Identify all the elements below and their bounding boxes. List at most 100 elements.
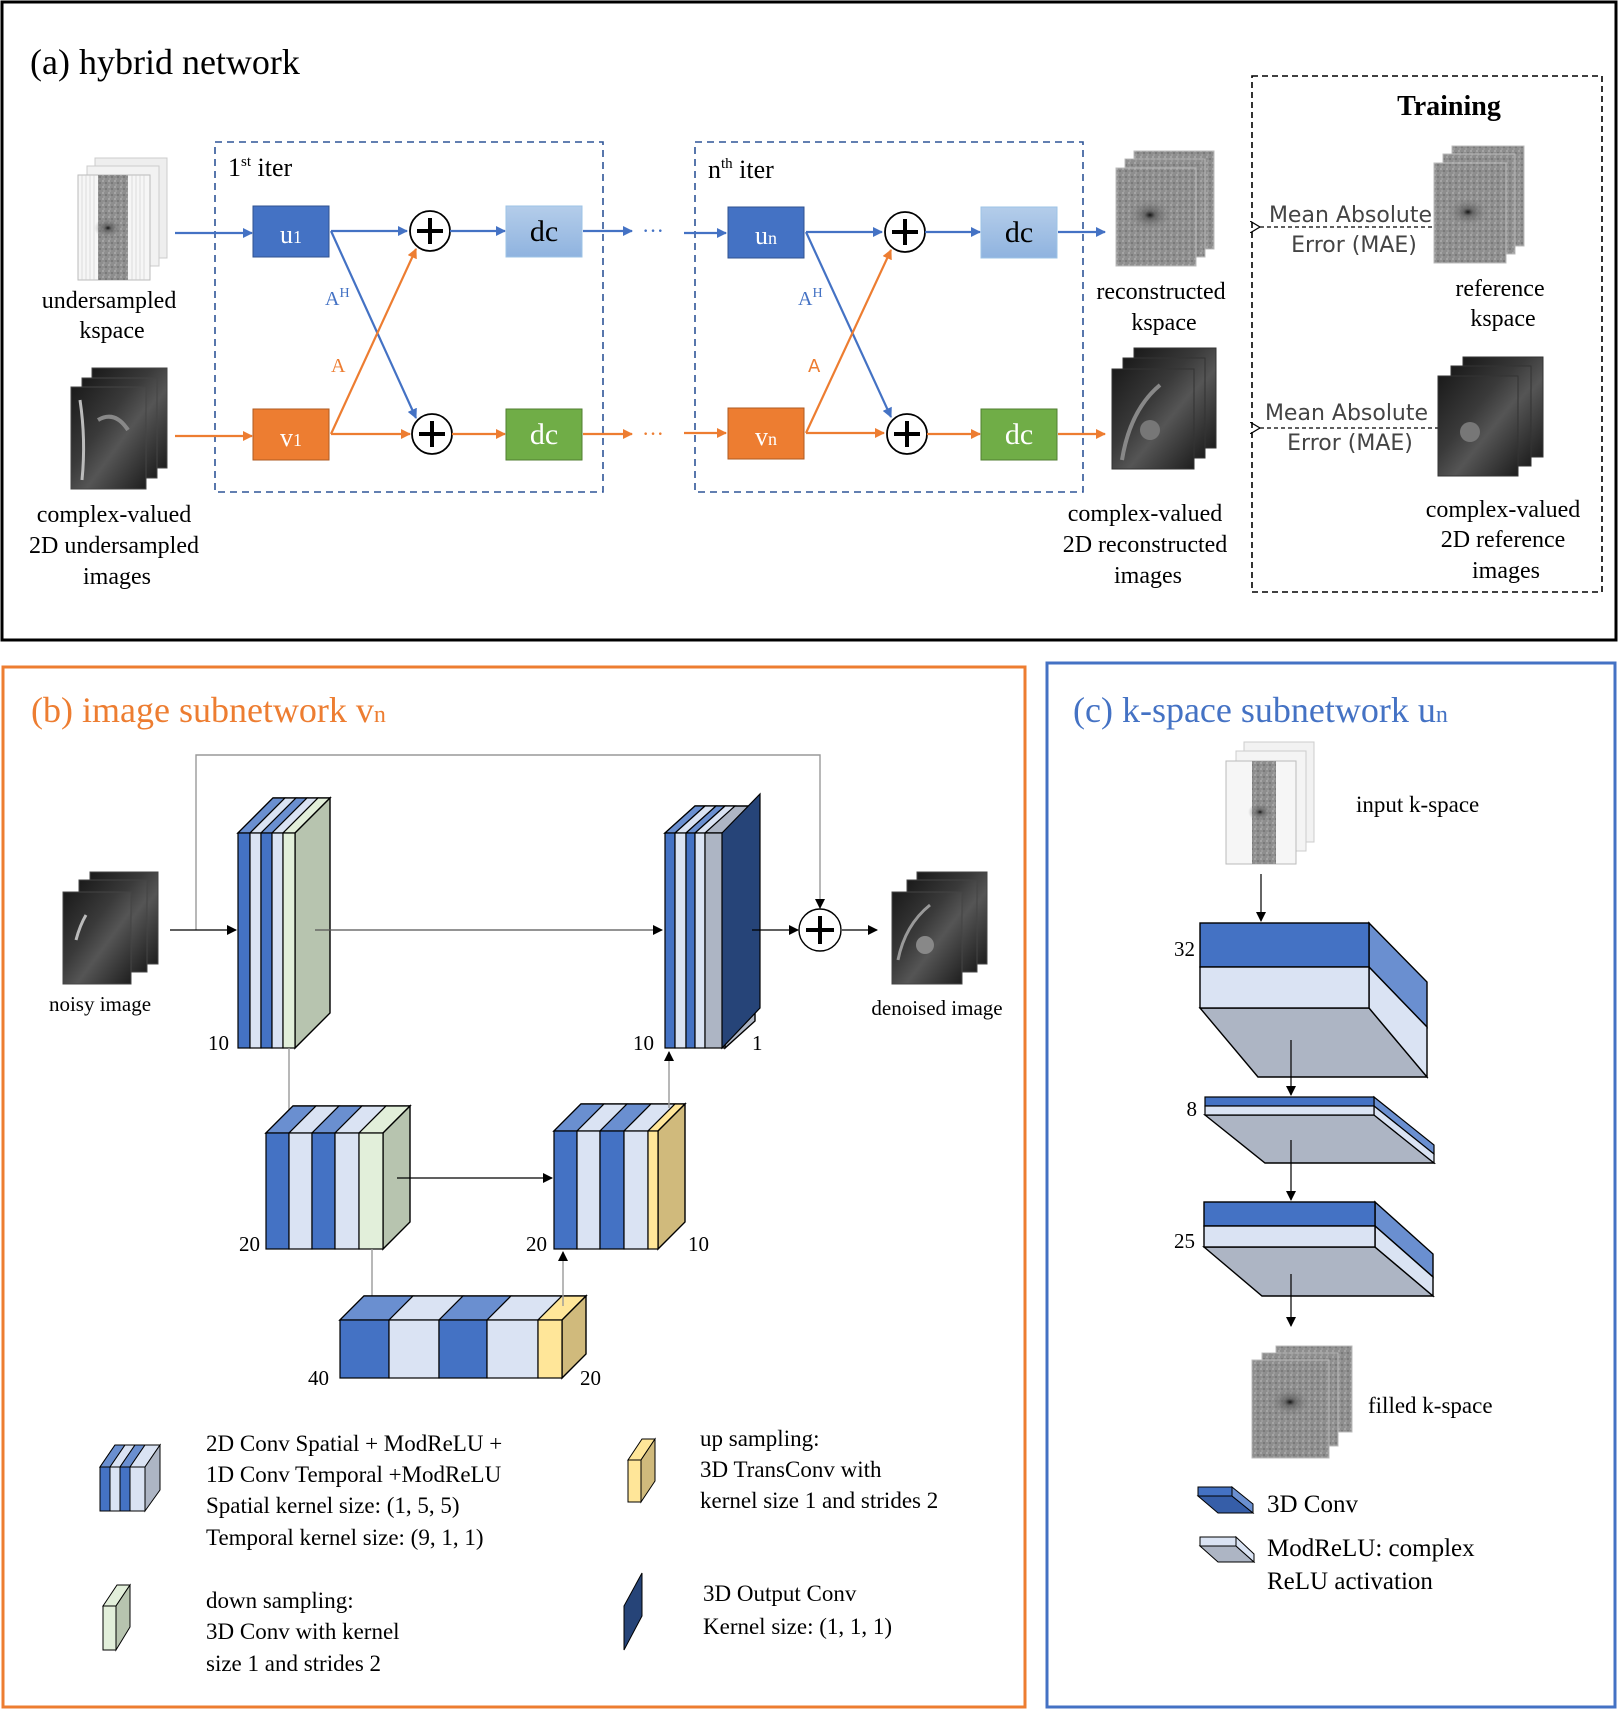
dc-image-block-1 [505,408,583,461]
panel-b: (b) image subnetwork vn noisy image [1,665,1027,1709]
dc-label: dc [530,418,558,451]
AH-label-n: AH [798,286,823,310]
denoised-image-label: denoised image [871,996,1002,1020]
ellipsis-image: ··· [642,421,664,446]
denoised-image-stack [891,871,988,985]
reconstructed-kspace-label: reconstructed kspace [1096,279,1231,336]
bottleneck-block [338,1294,588,1380]
filled-kspace-image [1251,1345,1353,1459]
legend-downsampling-text: down sampling: 3D Conv with kernel size … [206,1588,405,1676]
un-label: un [755,221,777,250]
dc-label: dc [1005,418,1033,451]
reference-kspace-label: reference kspace [1455,276,1550,332]
bottleneck-output-label: 20 [580,1366,601,1390]
undersampled-kspace-label: undersampled kspace [42,288,183,344]
u1-label: u1 [280,220,302,249]
dc-kspace-block-1 [505,205,583,258]
AH-crossing-arrow [329,230,418,419]
filled-kspace-label: filled k-space [1368,1393,1493,1418]
legend-output-conv-text: 3D Output Conv Kernel size: (1, 1, 1) [703,1581,892,1639]
v1-block [252,408,330,461]
noisy-image-label: noisy image [49,992,151,1016]
layer-25-label: 25 [1174,1229,1195,1253]
sum-node-icon [884,211,926,253]
dec2-channel-label: 20 [526,1232,547,1256]
panel-c-title: (c) k-space subnetwork un [1073,690,1448,730]
input-kspace-label: input k-space [1356,792,1479,817]
reconstructed-images-label: complex-valued 2D reconstructed images [1063,501,1234,589]
sum-node-icon [411,413,453,455]
bottleneck-channel-label: 40 [308,1366,329,1390]
panel-a: (a) hybrid network 1st iter nth iter und… [0,0,1618,642]
dec2-output-label: 10 [688,1232,709,1256]
legend-modrelu-text: ModReLU: complex ReLU activation [1267,1535,1481,1595]
undersampled-kspace-image [77,157,168,281]
panel-a-border [0,0,1618,642]
input-kspace-image [1225,741,1315,865]
layer-32-label: 32 [1174,937,1195,961]
panel-b-title: (b) image subnetwork vn [31,690,386,730]
AH-label-1: AH [325,286,350,310]
enc1-channel-label: 10 [208,1031,229,1055]
reference-images-label: complex-valued 2D reference images [1426,497,1587,584]
legend-3d-conv-text: 3D Conv [1267,1491,1358,1518]
legend-3d-conv-icon [1196,1485,1255,1515]
skip-connection-arrow [195,754,825,930]
iteration-1-box [214,141,604,493]
dc-kspace-block-n [980,206,1058,259]
output-conv-layer [721,792,761,1050]
decoder-block-2 [552,1102,687,1251]
un-block [727,206,805,259]
legend-upsampling-text: up sampling: 3D TransConv with kernel si… [700,1426,938,1513]
training-box [1251,75,1603,593]
dc-label: dc [1005,216,1033,249]
panel-c: (c) k-space subnetwork un input k-space … [1045,661,1617,1709]
vn-label: vn [755,422,777,451]
layer-8-label: 8 [1187,1097,1198,1121]
reconstructed-kspace-image [1115,150,1215,267]
sum-node-icon [409,210,451,252]
iteration-n-label: nth iter [708,155,774,184]
kspace-layer-25 [1202,1200,1435,1298]
kspace-layer-32 [1198,921,1429,1079]
encoder-block-1 [236,796,332,1050]
dc-label: dc [530,215,558,248]
legend-conv-block-icon [99,1443,161,1513]
dec1-output-label: 1 [752,1031,763,1055]
dc-image-block-n [980,408,1058,461]
reconstructed-images-stack [1111,347,1217,470]
sum-node-icon [886,413,928,455]
A-label-1: A [331,355,346,377]
kspace-layer-8 [1203,1095,1436,1165]
reference-kspace-image [1433,145,1525,264]
enc2-channel-label: 20 [239,1232,260,1256]
reference-images-stack [1437,356,1544,477]
legend-modrelu-icon [1198,1535,1256,1564]
legend-upsampling-icon [627,1437,656,1504]
encoder-block-2 [264,1104,412,1251]
undersampled-images-stack [70,367,168,490]
mae-image-label: Mean Absolute Error (MAE) [1265,401,1435,456]
dec1-channel-label: 10 [633,1031,654,1055]
decoder-block-1 [663,792,761,1050]
panel-b-border [1,665,1027,1709]
legend-output-conv-icon [623,1572,643,1651]
iteration-n-box [694,141,1084,493]
iteration-1-label: 1st iter [228,153,293,182]
A-crossing-arrow [330,248,417,435]
ellipsis-kspace: ··· [642,218,664,243]
undersampled-images-label: complex-valued 2D undersampled images [29,502,205,590]
A-label-n: A [808,356,821,377]
noisy-image-stack [62,871,159,985]
panel-c-border [1045,661,1617,1709]
u1-block [252,205,330,258]
sum-node-icon [798,908,842,952]
vn-block [727,407,805,460]
legend-downsampling-icon [102,1583,131,1652]
legend-conv-block-text: 2D Conv Spatial + ModReLU + 1D Conv Temp… [206,1431,508,1550]
mae-kspace-label: Mean Absolute Error (MAE) [1269,203,1439,258]
v1-label: v1 [280,423,302,452]
training-title: Training [1397,91,1501,122]
panel-a-title: (a) hybrid network [30,42,300,82]
